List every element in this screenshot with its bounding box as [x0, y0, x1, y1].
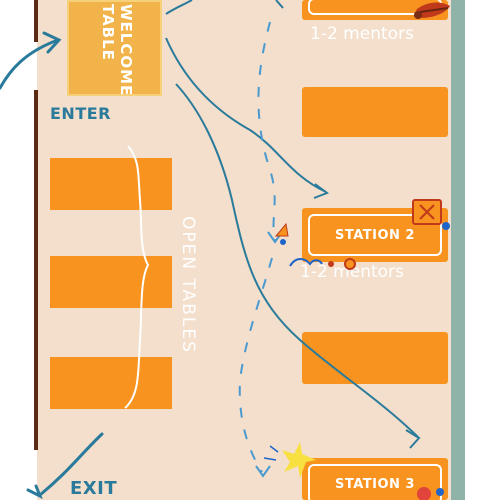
- right-wall: [451, 0, 465, 500]
- flow-path: [175, 83, 419, 438]
- station-table: [302, 332, 448, 384]
- left-wall-segment: [34, 0, 38, 42]
- exit-label: EXIT: [70, 478, 118, 499]
- open-table: [50, 357, 172, 409]
- traffic-cone-icon: [274, 222, 289, 245]
- arrow-head: [405, 429, 421, 449]
- exit-arrow: [38, 432, 104, 497]
- open-tables-label: OPEN TABLES: [178, 216, 198, 354]
- open-table: [50, 158, 172, 210]
- station-label: STATION 2: [308, 214, 442, 256]
- exit-arrow-head: [26, 484, 43, 500]
- flow-path: [165, 37, 327, 193]
- ribbon-icon: [414, 2, 450, 19]
- station-table: [302, 87, 448, 137]
- station-tag-icon: [412, 199, 450, 230]
- enter-arrow-head: [42, 31, 62, 54]
- arrow-head: [255, 465, 271, 478]
- enter-label: ENTER: [50, 104, 111, 123]
- open-table: [50, 256, 172, 308]
- mentor-icons: [289, 258, 356, 270]
- dashed-path: [238, 257, 273, 473]
- arrow-head: [313, 183, 330, 199]
- dashed-path: [257, 21, 276, 241]
- mentors-label: 1-2 mentors: [310, 24, 414, 44]
- enter-arrow: [0, 38, 60, 90]
- mentors-label: 1-2 mentors: [300, 262, 404, 282]
- station-table: STATION 2: [302, 208, 448, 262]
- status-dots: [417, 487, 444, 500]
- sparkle-icon: [263, 442, 316, 478]
- open-tables-bracket: [124, 145, 150, 409]
- left-wall-segment: [34, 90, 38, 450]
- flow-path: [165, 0, 193, 15]
- welcome-table: WELCOME TABLE: [67, 0, 162, 96]
- flow-path: [275, 0, 284, 9]
- welcome-table-label: WELCOME TABLE: [99, 3, 135, 97]
